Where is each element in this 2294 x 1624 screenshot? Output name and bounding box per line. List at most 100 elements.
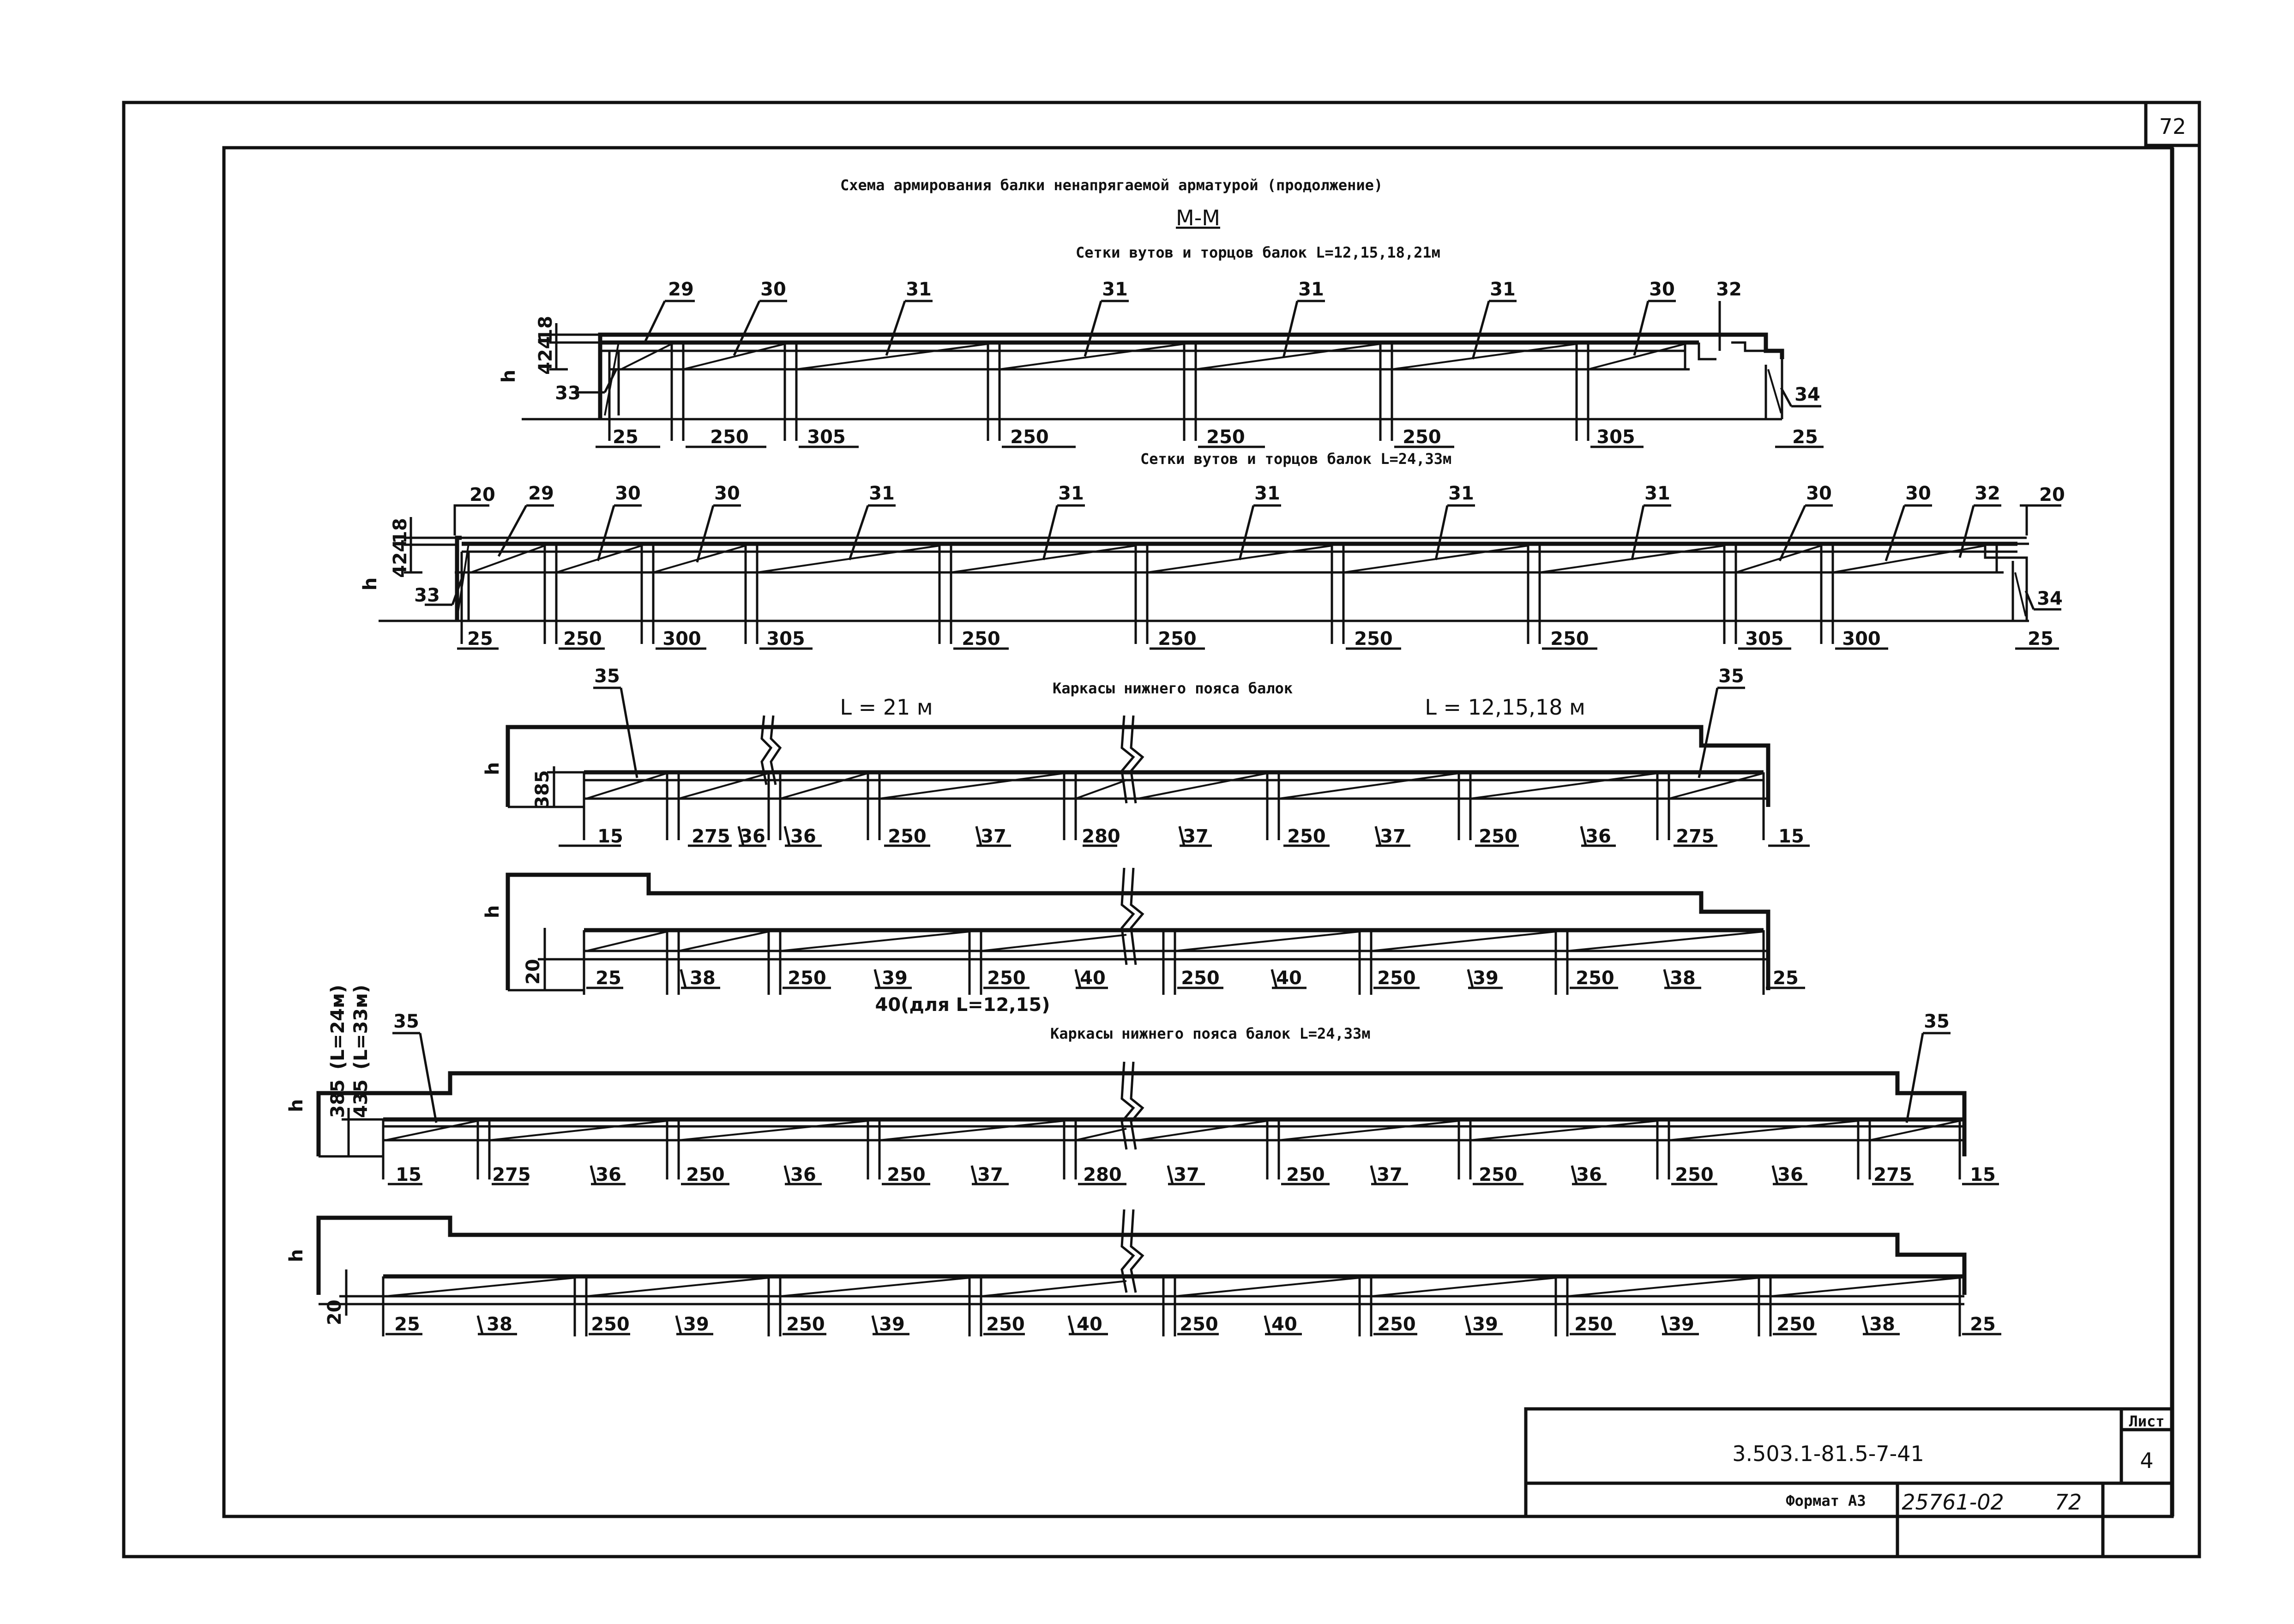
view-frame-a-bottom: 20 h 25 38 250 39 250 40 250 40 250 39 2… xyxy=(482,867,1805,1016)
dim-250: 250 xyxy=(686,1164,725,1185)
dim-36: 36 xyxy=(1576,1164,1602,1185)
dim-15: 15 xyxy=(1778,826,1804,847)
dim-275: 275 xyxy=(492,1164,531,1185)
dim-300: 300 xyxy=(662,628,701,650)
marker-30: 30 xyxy=(1806,483,1832,504)
dim-39: 39 xyxy=(683,1314,709,1335)
dim-40: 40 xyxy=(1271,1314,1297,1335)
dim-40: 40 xyxy=(1080,968,1106,989)
dim-25: 25 xyxy=(467,628,493,650)
dim-h: h xyxy=(482,762,503,775)
dim-250: 250 xyxy=(1377,1314,1416,1335)
dim-L24: (L=24м) xyxy=(327,985,349,1070)
dim-250: 250 xyxy=(1287,826,1326,847)
dim-250: 250 xyxy=(788,968,826,989)
corner-number-box xyxy=(2144,102,2199,147)
view-mesh-short: Сетки вутов и торцов балок L=12,15,18,21… xyxy=(498,244,1824,448)
dim-250: 250 xyxy=(1286,1164,1325,1185)
dim-300: 300 xyxy=(1842,628,1881,650)
dim-25: 25 xyxy=(1970,1314,1996,1335)
dim-40: 40 xyxy=(1077,1314,1102,1335)
view-frame-a-top: Каркасы нижнего пояса балок L = 21 м L =… xyxy=(482,666,1810,847)
dim-250: 250 xyxy=(1479,826,1517,847)
view-caption: Каркасы нижнего пояса балок xyxy=(1053,680,1293,697)
dim-250: 250 xyxy=(986,1314,1025,1335)
dim-250: 250 xyxy=(563,628,602,650)
dim-h: h xyxy=(286,1249,307,1262)
dim-250: 250 xyxy=(1180,1314,1218,1335)
dim-39: 39 xyxy=(1472,1314,1498,1335)
dim-424: 424 xyxy=(390,539,411,578)
page-number: 72 xyxy=(2055,1490,2082,1515)
view-mesh-long: Сетки вутов и торцов балок L=24,33м xyxy=(360,450,2065,650)
dim-385: 385 xyxy=(327,1079,349,1118)
dim-250: 250 xyxy=(1776,1314,1815,1335)
dim-250: 250 xyxy=(710,427,749,448)
drawing-title: Схема армирования балки ненапрягаемой ар… xyxy=(840,176,1383,194)
dim-15: 15 xyxy=(597,826,623,847)
dim-18: 18 xyxy=(390,518,411,544)
dim-36: 36 xyxy=(790,826,816,847)
dim-20-left: 20 xyxy=(470,484,495,505)
sheet-label: Лист xyxy=(2129,1413,2164,1430)
dim-38: 38 xyxy=(1869,1314,1895,1335)
marker-31: 31 xyxy=(869,483,895,504)
dim-250: 250 xyxy=(962,628,1000,650)
marker-34: 34 xyxy=(1794,384,1820,405)
marker-34: 34 xyxy=(2037,588,2063,609)
dim-36: 36 xyxy=(1585,826,1611,847)
dim-424: 424 xyxy=(535,336,556,375)
dim-15: 15 xyxy=(396,1164,421,1185)
dim-305: 305 xyxy=(807,427,846,448)
marker-31: 31 xyxy=(1490,279,1516,300)
dim-25: 25 xyxy=(596,968,621,989)
dim-250: 250 xyxy=(1403,427,1441,448)
dim-37: 37 xyxy=(1174,1164,1199,1185)
dim-305: 305 xyxy=(1596,427,1635,448)
view-caption: Каркасы нижнего пояса балок L=24,33м xyxy=(1050,1025,1371,1042)
dim-39: 39 xyxy=(882,968,908,989)
dim-18: 18 xyxy=(535,316,556,342)
corner-number: 72 xyxy=(2159,114,2186,139)
dim-250: 250 xyxy=(1675,1164,1714,1185)
dim-250: 250 xyxy=(1550,628,1589,650)
dim-36: 36 xyxy=(596,1164,621,1185)
view-frame-b-top: Каркасы нижнего пояса балок L=24,33м xyxy=(286,985,1999,1185)
dim-250: 250 xyxy=(1010,427,1049,448)
dim-25: 25 xyxy=(394,1314,420,1335)
dim-25: 25 xyxy=(613,427,638,448)
dim-h: h xyxy=(286,1099,307,1112)
dim-37: 37 xyxy=(1183,826,1209,847)
dim-305: 305 xyxy=(766,628,805,650)
dim-h: h xyxy=(360,577,381,590)
marker-31: 31 xyxy=(1058,483,1084,504)
dim-36: 36 xyxy=(790,1164,816,1185)
marker-31: 31 xyxy=(1448,483,1474,504)
dim-280: 280 xyxy=(1083,1164,1122,1185)
dim-250: 250 xyxy=(1206,427,1245,448)
marker-35: 35 xyxy=(393,1011,419,1032)
marker-32: 32 xyxy=(1716,279,1742,300)
dim-h: h xyxy=(498,370,519,383)
dim-250: 250 xyxy=(786,1314,825,1335)
dim-250: 250 xyxy=(987,968,1026,989)
marker-30: 30 xyxy=(615,483,641,504)
inventory-number: 25761-02 xyxy=(1902,1490,2004,1515)
outer-frame xyxy=(122,101,2201,1558)
dim-250: 250 xyxy=(887,1164,926,1185)
dim-435: 435 xyxy=(350,1079,372,1118)
dim-39: 39 xyxy=(1668,1314,1694,1335)
dim-37: 37 xyxy=(1380,826,1406,847)
dim-250: 250 xyxy=(1574,1314,1613,1335)
marker-32: 32 xyxy=(1975,483,2000,504)
dim-36: 36 xyxy=(740,826,765,847)
marker-29: 29 xyxy=(528,483,554,504)
document-code: 3.503.1-81.5-7-41 xyxy=(1732,1441,1924,1466)
view-caption: Сетки вутов и торцов балок L=24,33м xyxy=(1140,450,1451,468)
marker-33: 33 xyxy=(414,585,440,606)
dim-250: 250 xyxy=(1158,628,1197,650)
span-left: L = 21 м xyxy=(840,695,933,720)
dim-275: 275 xyxy=(692,826,730,847)
marker-30: 30 xyxy=(1649,279,1675,300)
dim-250: 250 xyxy=(1181,968,1220,989)
